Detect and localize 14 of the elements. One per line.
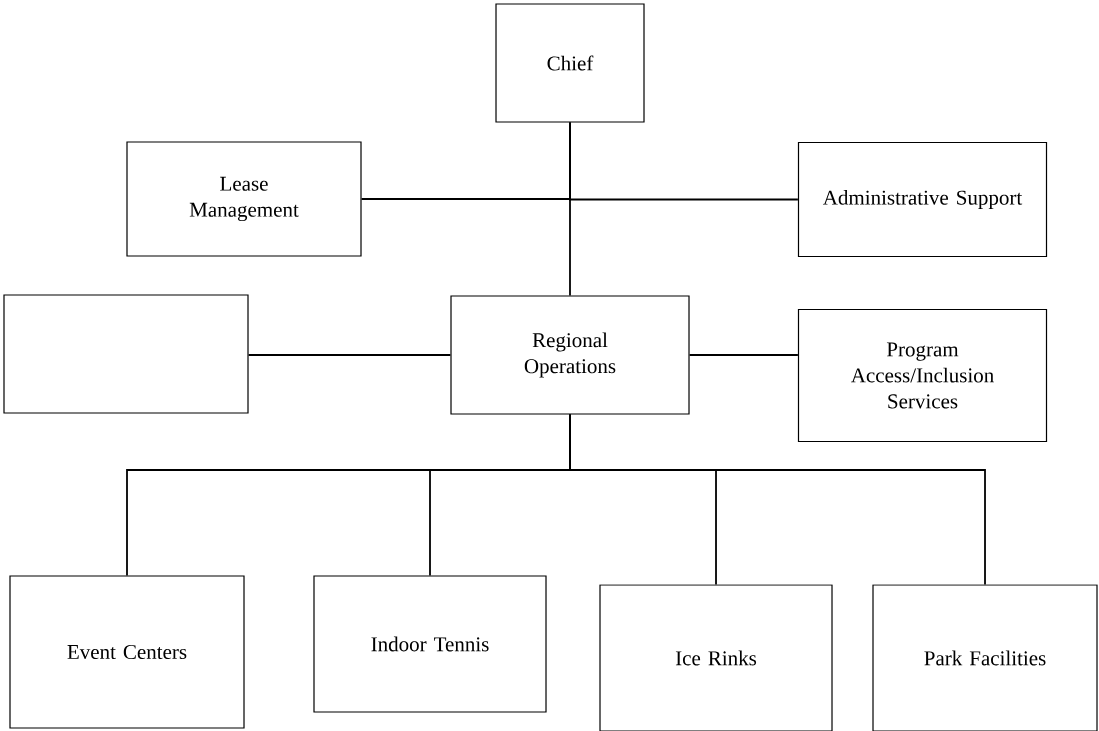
org-box: Indoor Tennis [313, 575, 547, 713]
connector-line [569, 121, 799, 201]
org-box: Lease Management [126, 141, 362, 257]
org-box: Program Access/Inclusion Services [797, 308, 1048, 443]
connector-line [247, 354, 452, 356]
org-box: Park Facilities [872, 584, 1098, 731]
org-box: Ice Rinks [599, 584, 833, 731]
org-box: Regional Operations [450, 295, 690, 415]
org-box: Chief [495, 3, 645, 123]
org-box: Administrative Support [797, 141, 1048, 258]
org-box [3, 294, 249, 414]
connector-line [569, 413, 986, 586]
connector-line [688, 354, 799, 356]
org-box: Event Centers [9, 575, 245, 729]
